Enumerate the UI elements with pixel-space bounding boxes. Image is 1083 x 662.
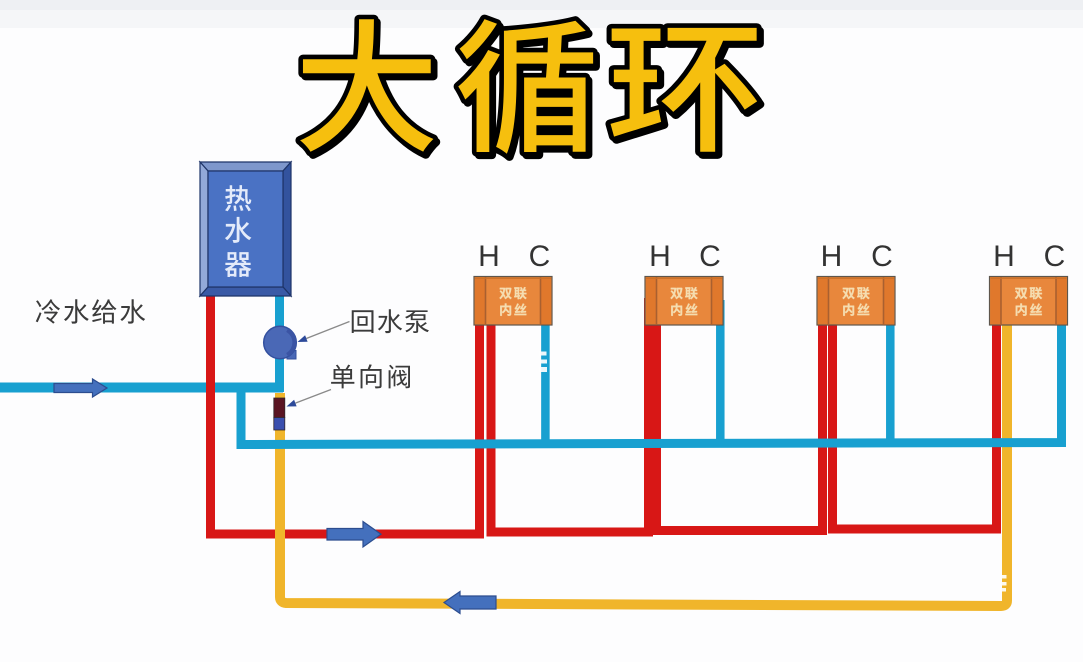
svg-text:C: C bbox=[1044, 240, 1066, 273]
svg-text:C: C bbox=[699, 240, 721, 273]
svg-text:C: C bbox=[529, 240, 551, 273]
svg-text:H: H bbox=[821, 240, 843, 273]
svg-text:C: C bbox=[871, 240, 893, 273]
svg-text:H: H bbox=[649, 240, 671, 273]
svg-text:H: H bbox=[478, 240, 500, 273]
svg-text:H: H bbox=[993, 240, 1015, 273]
